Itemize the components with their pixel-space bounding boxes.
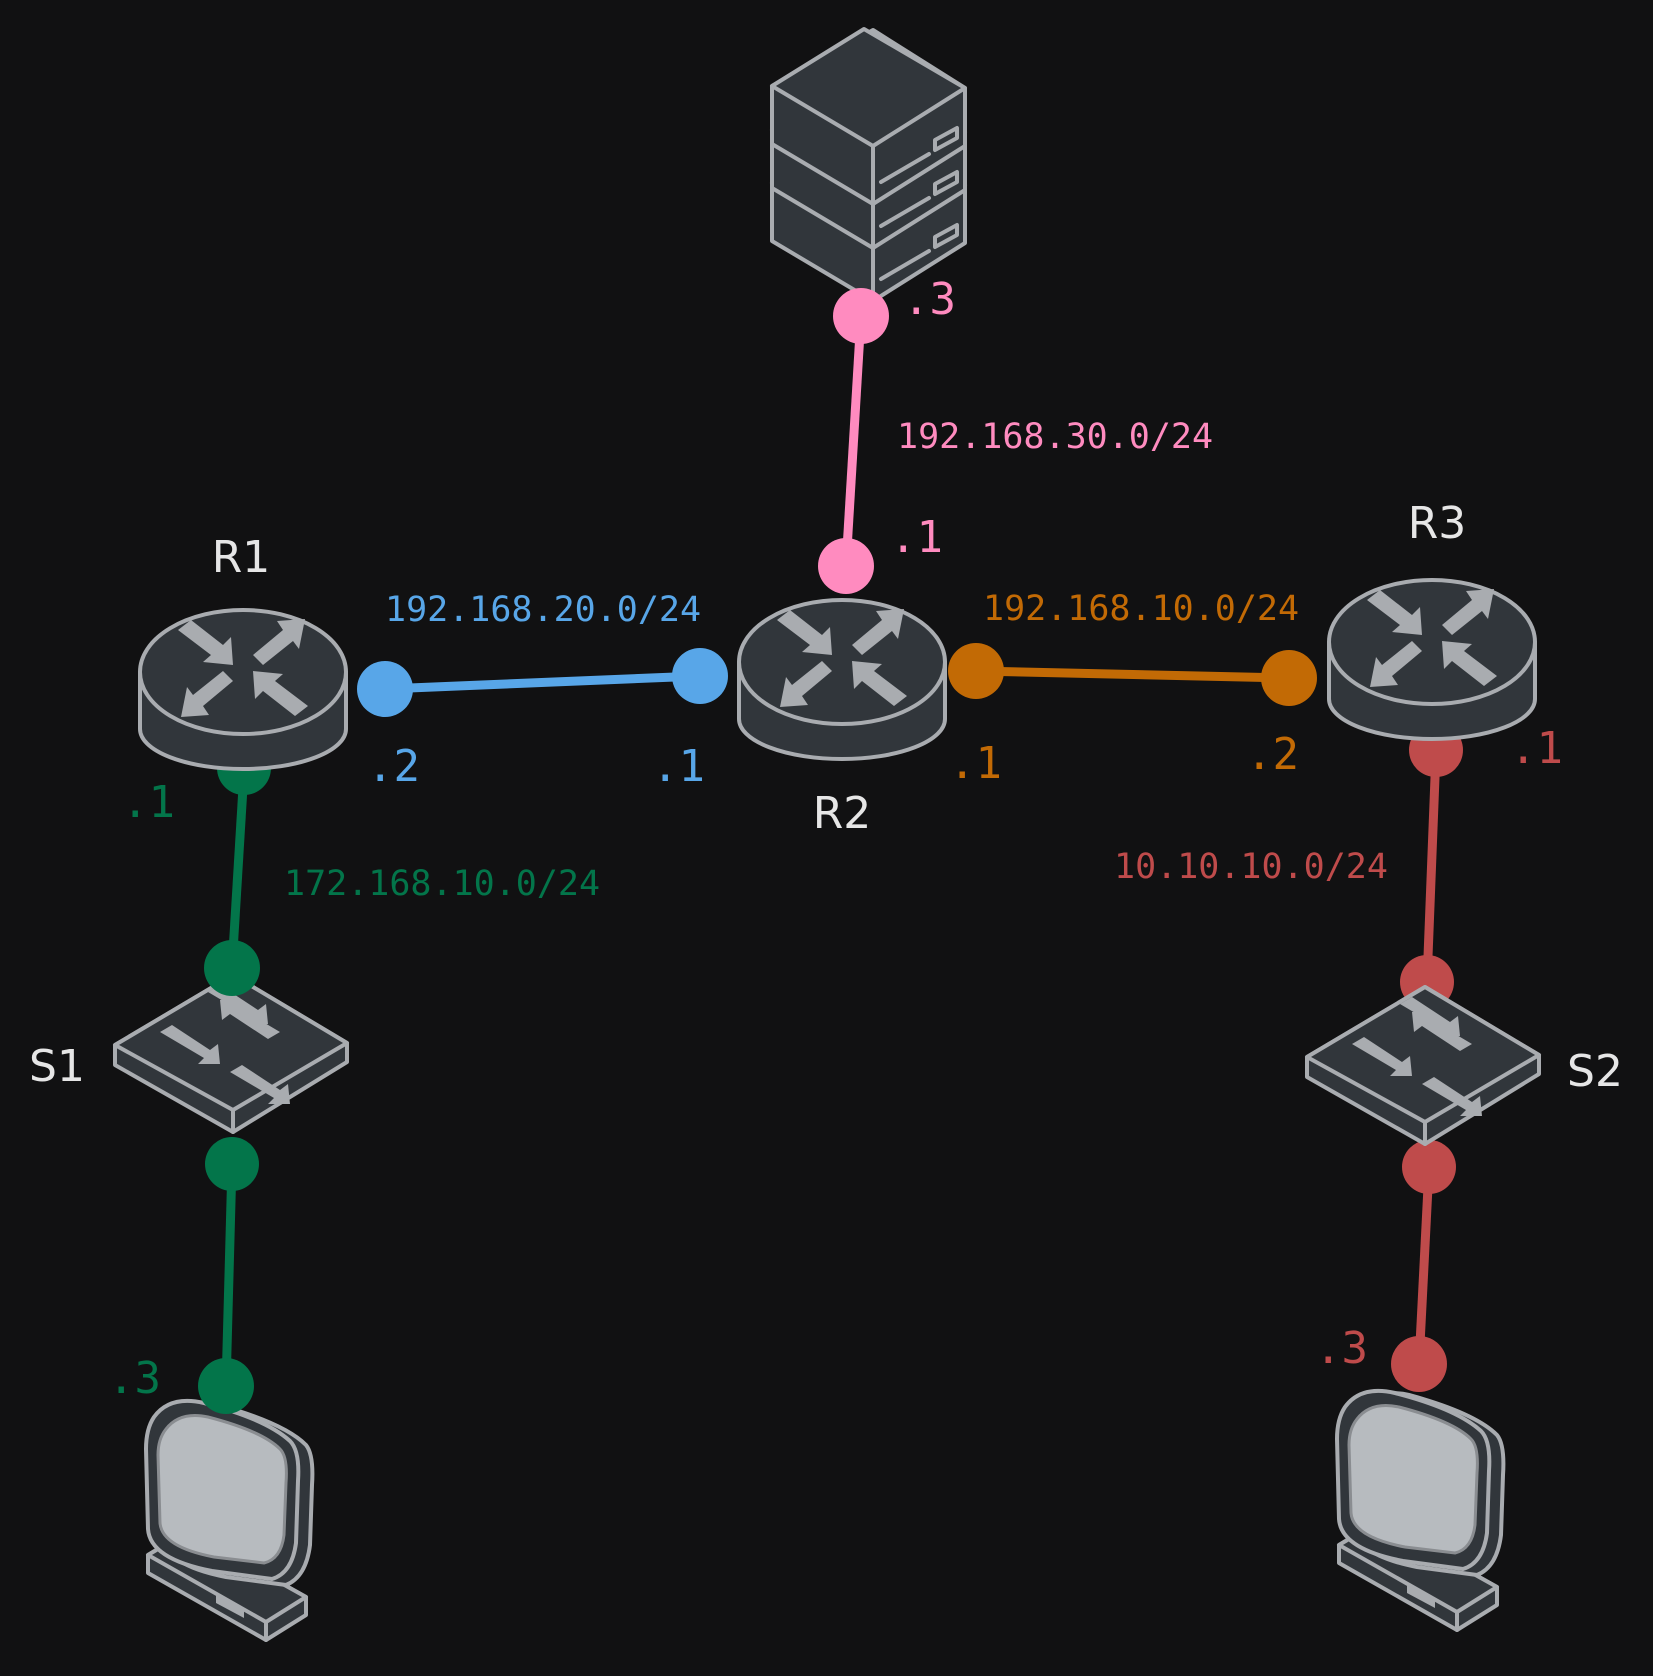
link-orange-line — [975, 666, 1290, 683]
router-r3-icon[interactable] — [1327, 578, 1537, 741]
link-green-endpoint-s1-top — [204, 940, 260, 996]
network-labels: 192.168.20.0/24 192.168.10.0/24 192.168.… — [284, 417, 1388, 904]
iface-label-red-pc2: .3 — [1315, 1323, 1368, 1374]
computer-pc2-icon[interactable] — [1335, 1388, 1506, 1632]
iface-label-orange-r2: .1 — [949, 738, 1002, 789]
iface-label-green-pc1: .3 — [108, 1353, 161, 1404]
link-orange-endpoint-r2 — [948, 643, 1004, 699]
link-blue-endpoint-r1 — [357, 661, 413, 717]
link-blue-line — [384, 671, 701, 694]
server-stack-icon[interactable] — [770, 27, 967, 303]
router-r2-icon[interactable] — [737, 598, 947, 761]
device-label-s2: S2 — [1567, 1046, 1623, 1097]
interface-labels: .2 .1 .1 .2 .3 .1 .1 .3 .1 .3 — [108, 274, 1563, 1404]
device-label-r2: R2 — [813, 788, 872, 839]
link-pink-endpoint-server — [833, 288, 889, 344]
device-label-r1: R1 — [212, 532, 271, 583]
link-lines — [221, 315, 1441, 1387]
network-label-green: 172.168.10.0/24 — [284, 864, 600, 904]
link-green-endpoint-s1-bottom — [205, 1137, 259, 1191]
iface-label-blue-r1: .2 — [367, 741, 420, 792]
link-green-endpoint-pc1 — [198, 1358, 254, 1414]
router-r1-icon[interactable] — [138, 608, 348, 771]
device-label-s1: S1 — [29, 1041, 85, 1092]
iface-label-red-r3: .1 — [1510, 723, 1563, 774]
computer-pc1-icon[interactable] — [144, 1398, 315, 1642]
hidden-endpoints — [205, 723, 1463, 1194]
link-green-line — [227, 770, 249, 969]
link-red-line-2 — [1414, 1166, 1434, 1365]
iface-label-green-r1: .1 — [122, 777, 175, 828]
network-label-blue: 192.168.20.0/24 — [385, 590, 701, 630]
link-blue-endpoint-r2 — [672, 648, 728, 704]
network-label-red: 10.10.10.0/24 — [1114, 847, 1388, 887]
iface-label-blue-r2: .1 — [652, 741, 705, 792]
network-label-pink: 192.168.30.0/24 — [897, 417, 1213, 457]
link-green-line-2 — [221, 1163, 237, 1387]
link-pink-line — [841, 315, 866, 567]
link-red-line — [1422, 751, 1441, 983]
device-label-r3: R3 — [1408, 498, 1467, 549]
link-red-endpoint-pc2 — [1391, 1336, 1447, 1392]
network-label-orange: 192.168.10.0/24 — [983, 589, 1299, 629]
switch-s1-icon[interactable] — [113, 973, 349, 1134]
switch-s2-icon[interactable] — [1305, 985, 1541, 1146]
link-orange-endpoint-r3 — [1261, 650, 1317, 706]
visible-endpoints — [198, 288, 1447, 1414]
link-pink-endpoint-r2 — [818, 538, 874, 594]
device-labels: R1 R2 R3 S1 S2 — [29, 498, 1623, 1097]
iface-label-orange-r3: .2 — [1246, 729, 1299, 780]
link-red-endpoint-s2-bottom — [1402, 1140, 1456, 1194]
iface-label-pink-r2: .1 — [890, 512, 943, 563]
iface-label-pink-server: .3 — [903, 274, 956, 325]
